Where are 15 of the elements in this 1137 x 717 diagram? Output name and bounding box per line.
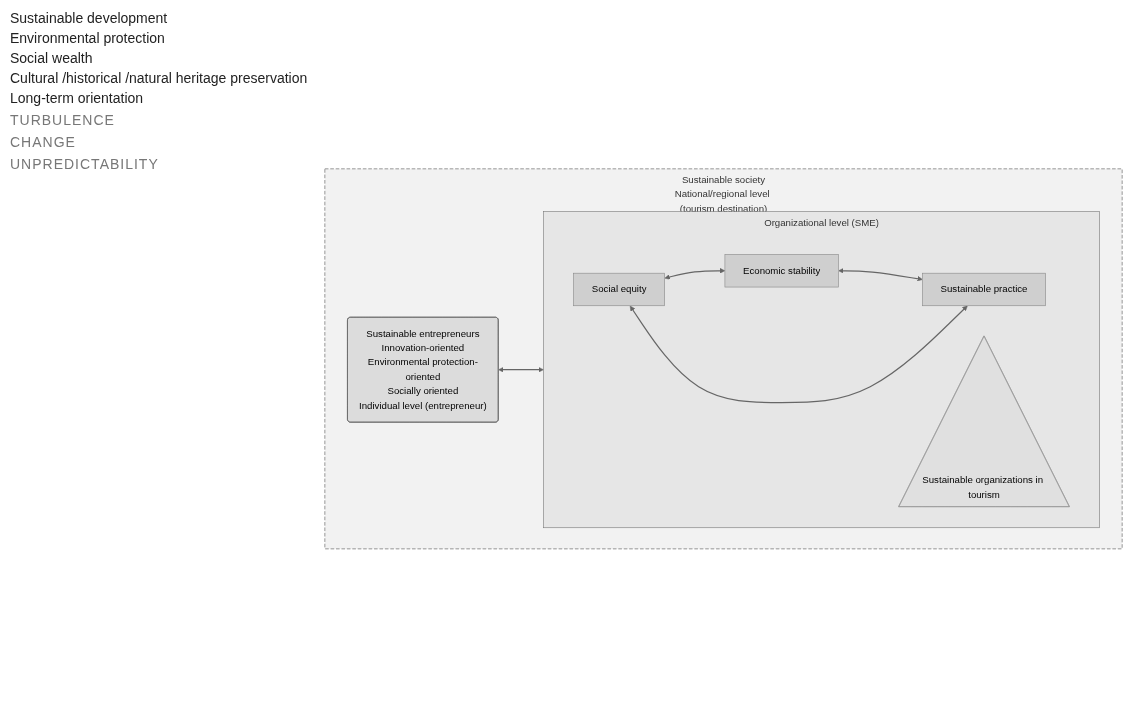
arrow (664, 267, 726, 280)
node-box: Economic stability (724, 253, 839, 288)
list-item: Cultural /historical /natural heritage preservation (10, 70, 309, 86)
list-item: Social wealth (10, 50, 94, 66)
context-label: TURBULENCE (10, 112, 116, 128)
list-item: Long-term orientation (10, 90, 145, 106)
context-label: CHANGE (10, 134, 77, 150)
list-item: Environmental protection (10, 30, 166, 46)
arrow (498, 366, 544, 372)
node-box: Social equity (573, 272, 665, 306)
arrow (838, 267, 923, 281)
context-label: UNPREDICTABILITY (10, 156, 160, 172)
list-item: Sustainable development (10, 10, 169, 26)
arrow (629, 305, 968, 403)
node-box: Sustainable practice (922, 272, 1046, 306)
